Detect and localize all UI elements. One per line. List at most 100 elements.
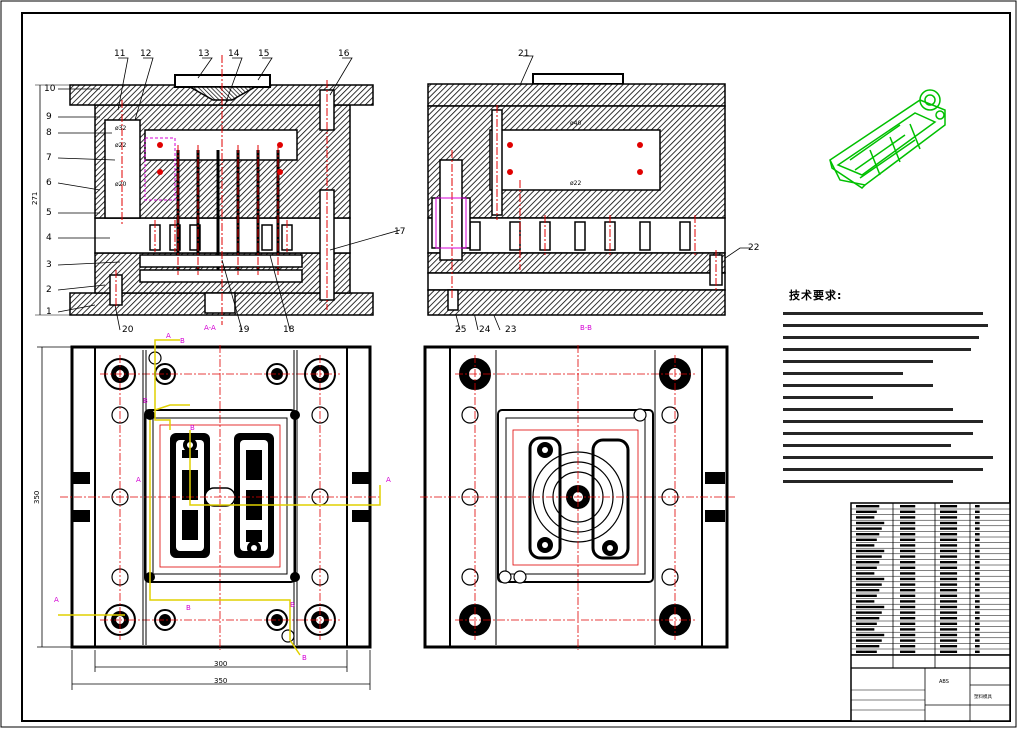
- title-block-cell-text: [856, 639, 882, 642]
- svg-text:ø32: ø32: [115, 125, 126, 132]
- title-block-cell-text: [975, 639, 980, 642]
- title-block-cell-text: [900, 628, 916, 631]
- title-block-cell-text: [975, 600, 980, 603]
- title-block-cell-text: [940, 521, 958, 525]
- tech-requirement-line: [783, 369, 1013, 378]
- title-block-cell-text: [856, 544, 875, 547]
- title-block-cell-text: [940, 633, 958, 637]
- title-block-cell-text: [856, 645, 880, 648]
- title-block-cell-text: [900, 549, 916, 553]
- tech-requirement-line: [783, 477, 1013, 486]
- part-label-2: 2: [46, 285, 52, 295]
- dim-plan-height: 350: [33, 491, 41, 504]
- title-block-cell-text: [940, 628, 958, 631]
- title-block-cell-text: [940, 577, 958, 581]
- svg-text:ø20: ø20: [115, 181, 126, 188]
- title-block-cell-text: [940, 533, 958, 536]
- title-block-cell-text: [940, 538, 958, 541]
- part-number-labels: 1 2 3 4 5 6 7 8 9 10 11 12 13 14 15 16 1…: [44, 49, 759, 335]
- title-block-cell-text: [975, 566, 980, 569]
- title-block-cell-text: [856, 555, 882, 558]
- title-block-cell-text: [940, 572, 958, 575]
- title-block-cell-text: [940, 566, 958, 569]
- part-label-9: 9: [46, 112, 52, 122]
- part-label-12: 12: [140, 49, 151, 59]
- tech-requirement-line: [783, 381, 1013, 390]
- title-block-cell-text: [900, 589, 916, 592]
- title-block-cell-text: [900, 611, 916, 614]
- title-block-cell-text: [940, 555, 958, 558]
- cut-letter-b-4: B: [186, 604, 191, 612]
- title-block-cell-text: [900, 505, 916, 508]
- dim-plan-width: 350: [214, 677, 227, 685]
- title-block-cell-text: [900, 516, 916, 519]
- title-block-cell-text: [900, 561, 916, 564]
- title-block-cell-text: [940, 617, 958, 620]
- part-label-7: 7: [46, 153, 52, 163]
- title-block-cell-text: [975, 516, 980, 519]
- cut-letter-b-3: B: [190, 424, 195, 432]
- tech-requirement-line: [783, 453, 1013, 462]
- inner-frame: [21, 12, 1011, 722]
- plan-view-moving-half: [58, 339, 381, 656]
- title-block-cell-text: [856, 583, 882, 586]
- title-block-cell-text: [856, 605, 885, 609]
- title-block-cell-text: [900, 583, 916, 586]
- part-label-4: 4: [46, 233, 52, 243]
- title-block-cell-text: [975, 555, 980, 558]
- part-label-18: 18: [283, 325, 295, 335]
- cut-letter-b-5: B: [290, 601, 295, 609]
- title-block: ABS 塑料模具: [850, 502, 1011, 722]
- title-block-cell-text: [940, 505, 958, 508]
- part-label-19: 19: [238, 325, 250, 335]
- title-block-cell-text: [856, 505, 880, 508]
- dim-height-side: 271: [31, 192, 39, 205]
- title-block-cell-text: [975, 633, 980, 637]
- part-label-8: 8: [46, 128, 52, 138]
- title-block-cell-text: [975, 645, 980, 648]
- title-block-cell-text: [975, 650, 980, 653]
- title-block-cell-text: [856, 516, 875, 519]
- title-block-cell-text: [940, 583, 958, 586]
- title-block-cell-text: [975, 505, 980, 508]
- title-block-cell-text: [975, 527, 980, 530]
- title-block-cell-text: [900, 577, 916, 581]
- title-block-part-name: 塑料模具: [974, 693, 992, 700]
- section-labels: A-A B-B A B B B A A A B B B: [54, 324, 592, 662]
- title-block-cell-text: [856, 566, 877, 569]
- title-block-cell-text: [900, 600, 916, 603]
- title-block-cell-text: [856, 533, 880, 536]
- title-block-cell-text: [940, 605, 958, 609]
- tech-requirement-line: [783, 417, 1013, 426]
- part-label-5: 5: [46, 208, 52, 218]
- title-block-cell-text: [900, 639, 916, 642]
- part-label-15: 15: [258, 49, 269, 59]
- tech-requirements-title: 技术要求:: [789, 289, 843, 302]
- technical-requirements: 技术要求:: [783, 287, 1013, 489]
- title-block-cell-text: [940, 527, 958, 530]
- part-label-20: 20: [122, 325, 134, 335]
- title-block-cell-text: [900, 521, 916, 525]
- title-block-cell-text: [900, 622, 916, 625]
- title-block-cell-text: [856, 622, 877, 625]
- title-block-cell-text: [940, 639, 958, 642]
- title-block-cell-text: [856, 617, 880, 620]
- title-block-cell-text: [940, 594, 958, 597]
- title-block-cell-text: [856, 577, 885, 581]
- title-block-cell-text: [856, 521, 885, 525]
- part-label-6: 6: [46, 178, 52, 188]
- part-label-21: 21: [518, 49, 529, 59]
- cut-letter-b-6: B: [302, 654, 307, 662]
- title-block-cell-text: [940, 544, 958, 547]
- title-block-cell-text: [975, 605, 980, 609]
- title-block-cell-text: [900, 645, 916, 648]
- title-block-cell-text: [940, 516, 958, 519]
- part-label-22: 22: [748, 243, 759, 253]
- part-label-25: 25: [455, 325, 466, 335]
- title-block-cell-text: [856, 600, 875, 603]
- title-block-cell-text: [940, 650, 958, 653]
- tech-requirement-line: [783, 441, 1013, 450]
- title-block-cell-text: [900, 650, 916, 653]
